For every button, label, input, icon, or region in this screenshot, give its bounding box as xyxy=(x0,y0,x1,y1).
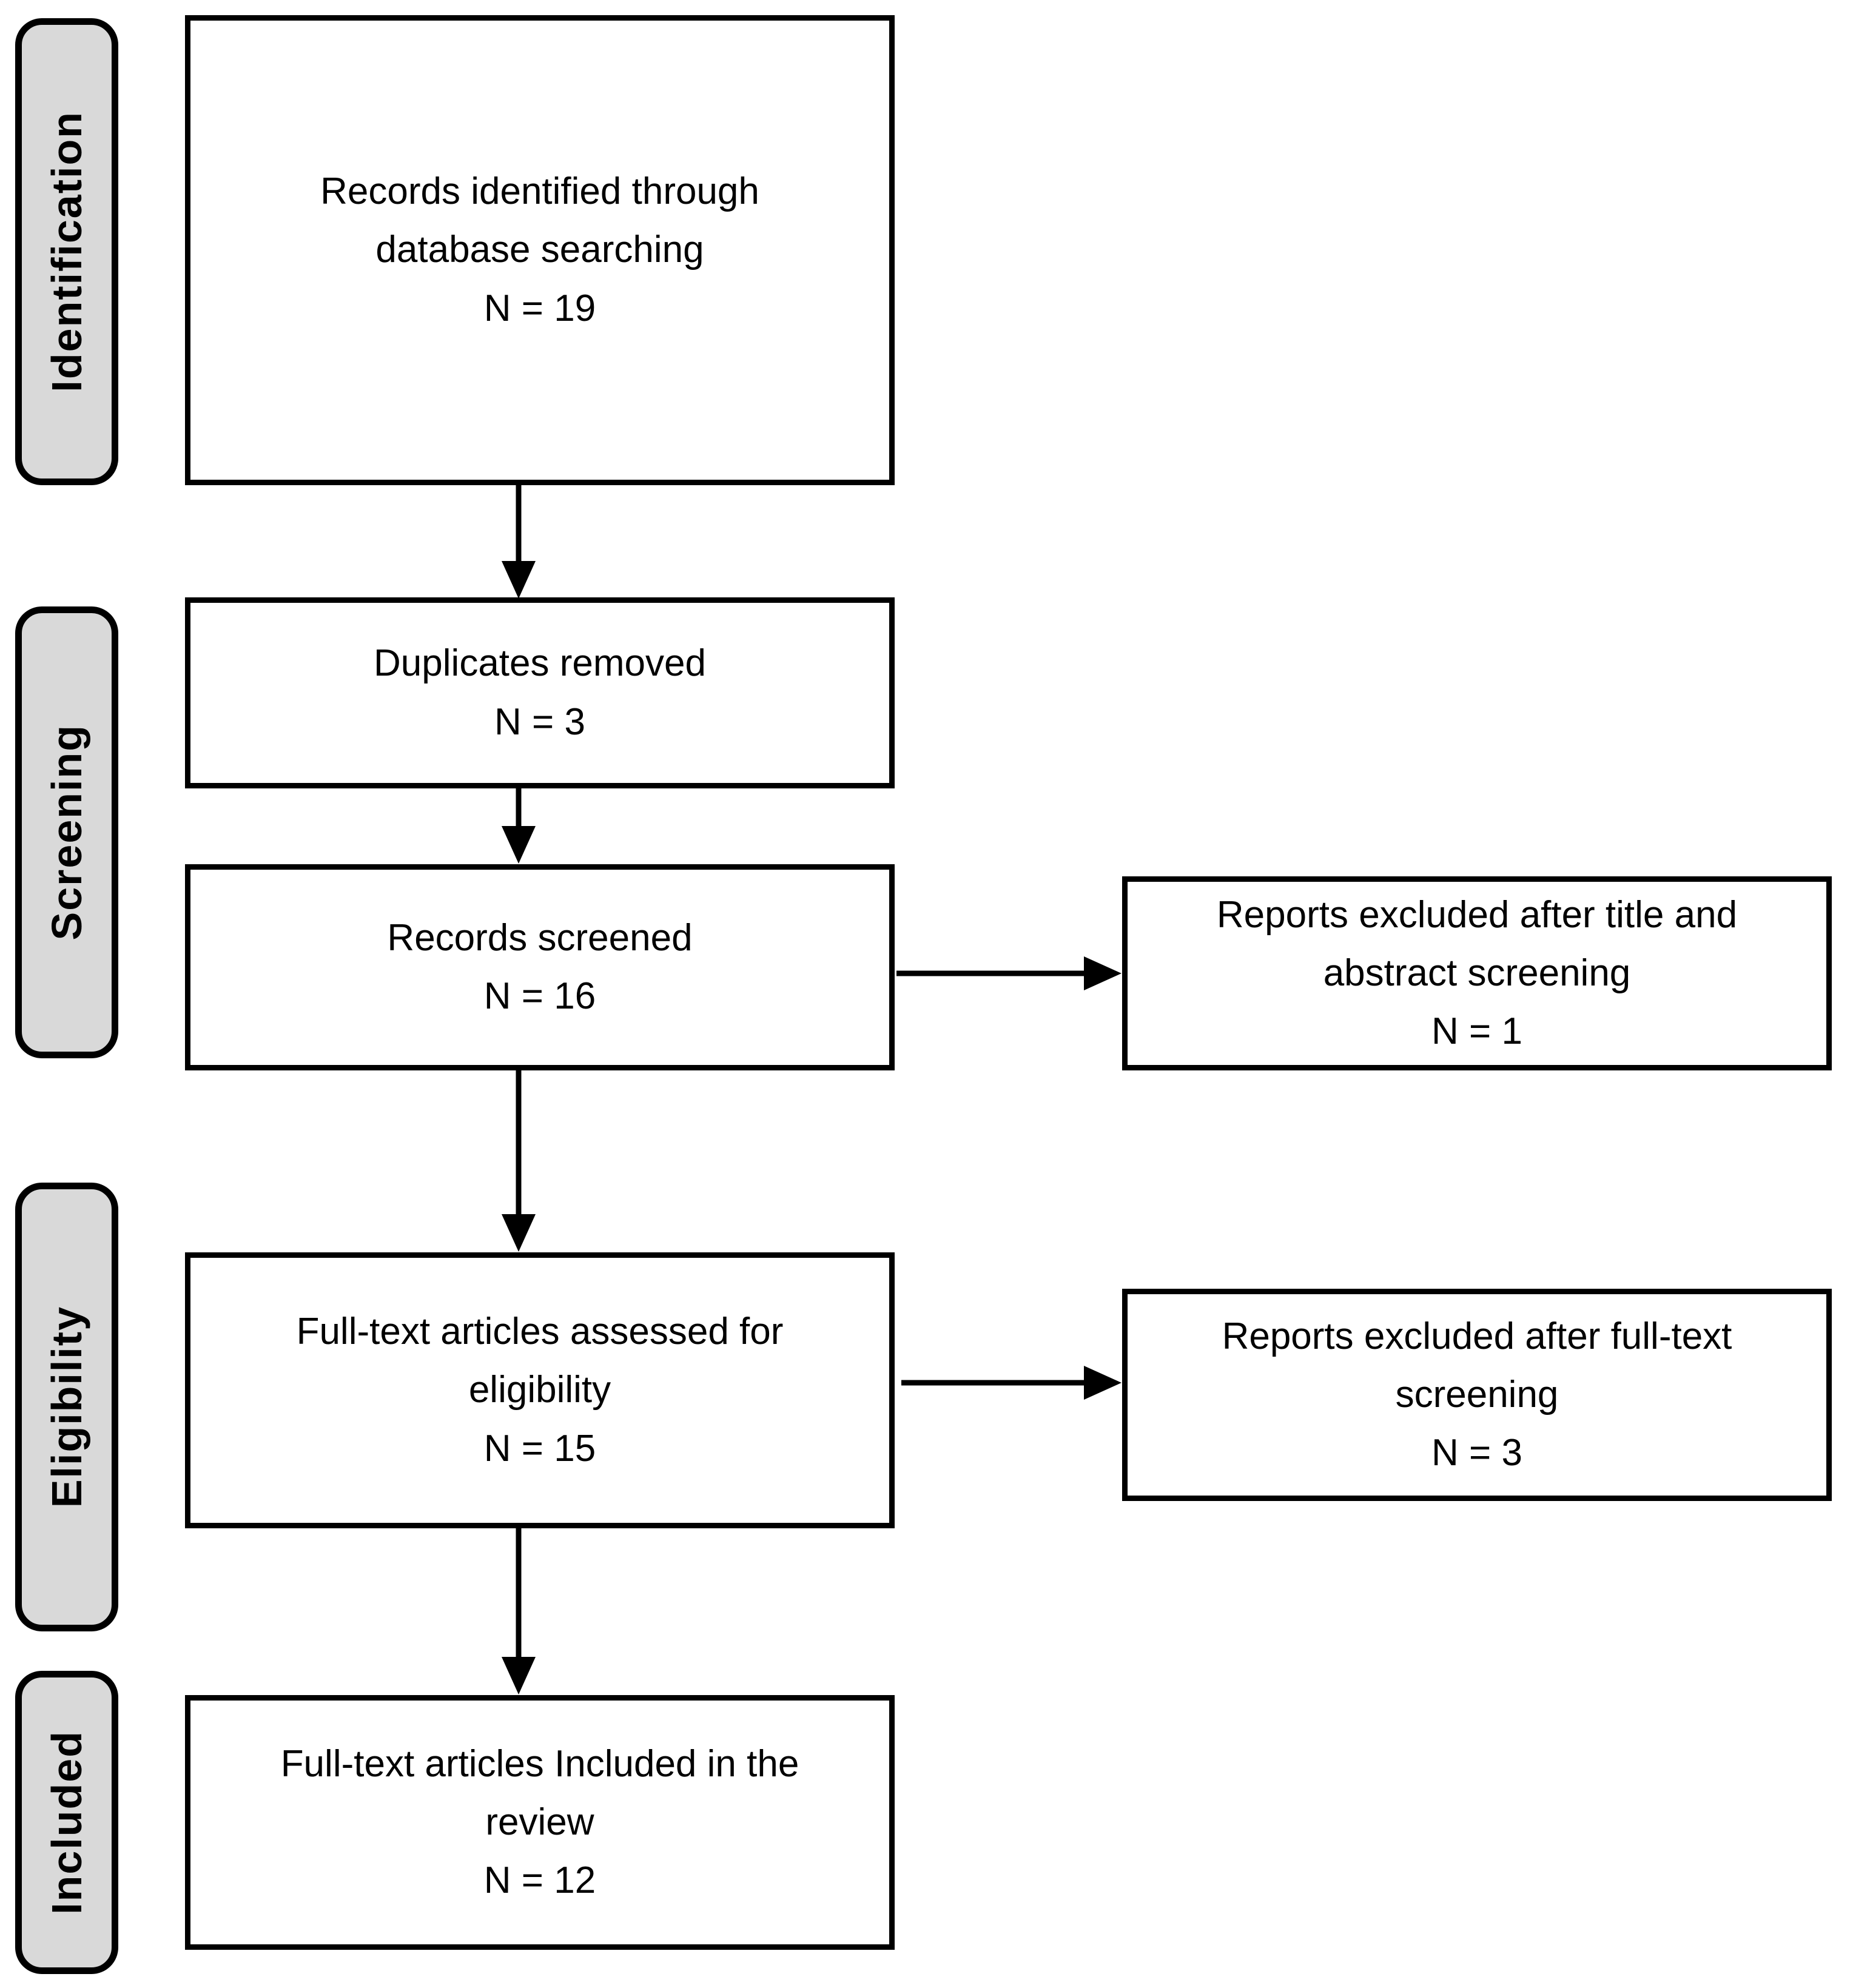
arrow-eligibility-to-included xyxy=(502,1528,536,1694)
flow-box-records-identified: Records identified through database sear… xyxy=(185,15,895,485)
stage-label-identification: Identification xyxy=(43,111,90,392)
flow-box-excluded-title-abstract: Reports excluded after title and abstrac… xyxy=(1122,876,1832,1070)
arrow-identified-to-duplicates xyxy=(502,485,536,599)
stage-label-screening: Screening xyxy=(43,724,90,941)
flow-box-included-in-review: Full-text articles Included in the revie… xyxy=(185,1695,895,1950)
stage-label-included: Included xyxy=(43,1730,90,1915)
stage-tab-included: Included xyxy=(15,1671,118,1974)
flow-box-fulltext-assessed: Full-text articles assessed for eligibil… xyxy=(185,1252,895,1528)
arrow-eligibility-to-excluded xyxy=(901,1366,1122,1400)
flow-box-excluded-fulltext: Reports excluded after full-text screeni… xyxy=(1122,1289,1832,1501)
arrow-screened-to-excluded xyxy=(896,956,1122,990)
arrow-duplicates-to-screened xyxy=(502,788,536,864)
stage-label-eligibility: Eligibility xyxy=(43,1306,90,1508)
stage-tab-eligibility: Eligibility xyxy=(15,1183,118,1631)
flow-box-records-screened: Records screened N = 16 xyxy=(185,864,895,1070)
stage-tab-screening: Screening xyxy=(15,606,118,1058)
stage-tab-identification: Identification xyxy=(15,18,118,485)
arrow-screened-to-eligibility xyxy=(502,1070,536,1252)
flow-box-duplicates-removed: Duplicates removed N = 3 xyxy=(185,597,895,788)
